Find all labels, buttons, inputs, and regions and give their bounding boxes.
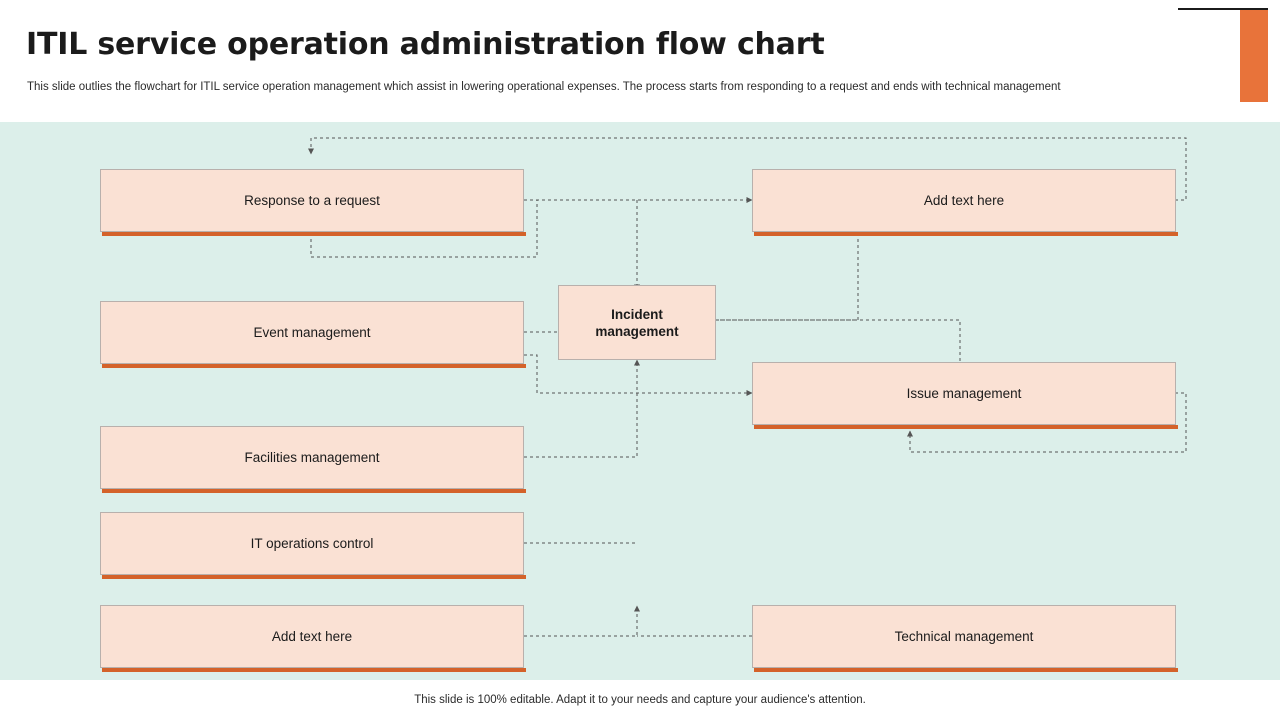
node-shadow xyxy=(754,425,1178,429)
node-shadow xyxy=(102,668,526,672)
node-it-operations-control[interactable]: IT operations control xyxy=(100,512,526,579)
node-facilities-management[interactable]: Facilities management xyxy=(100,426,526,493)
node-label: Incident management xyxy=(595,306,679,339)
node-label: IT operations control xyxy=(250,536,374,551)
node-event-management[interactable]: Event management xyxy=(100,301,526,368)
node-shadow xyxy=(102,364,526,368)
footer-text: This slide is 100% editable. Adapt it to… xyxy=(414,694,866,706)
node-response[interactable]: Response to a request xyxy=(100,169,526,236)
page-title: ITIL service operation administration fl… xyxy=(26,27,825,62)
node-label: Add text here xyxy=(271,629,353,644)
node-technical-management[interactable]: Technical management xyxy=(752,605,1178,672)
node-add-text-bottom[interactable]: Add text here xyxy=(100,605,526,672)
node-shadow xyxy=(754,668,1178,672)
node-shadow xyxy=(102,575,526,579)
node-add-text-top[interactable]: Add text here xyxy=(752,169,1178,236)
node-label: Add text here xyxy=(923,193,1005,208)
accent-bar xyxy=(1240,10,1268,102)
node-label: Event management xyxy=(253,325,371,340)
node-label: Facilities management xyxy=(244,450,380,465)
flowchart-canvas: Response to a request Add text here Even… xyxy=(0,122,1280,680)
node-shadow xyxy=(754,232,1178,236)
page-subtitle: This slide outlies the flowchart for ITI… xyxy=(27,81,1061,93)
node-issue-management[interactable]: Issue management xyxy=(752,362,1178,429)
slide-footer: This slide is 100% editable. Adapt it to… xyxy=(0,680,1280,720)
node-label: Issue management xyxy=(906,386,1022,401)
node-label: Response to a request xyxy=(244,193,380,208)
node-label: Technical management xyxy=(894,629,1034,644)
node-shadow xyxy=(102,232,526,236)
node-shadow xyxy=(102,489,526,493)
slide-header: ITIL service operation administration fl… xyxy=(0,0,1280,122)
node-incident-management[interactable]: Incident management xyxy=(558,285,716,360)
accent-line xyxy=(1178,8,1268,10)
